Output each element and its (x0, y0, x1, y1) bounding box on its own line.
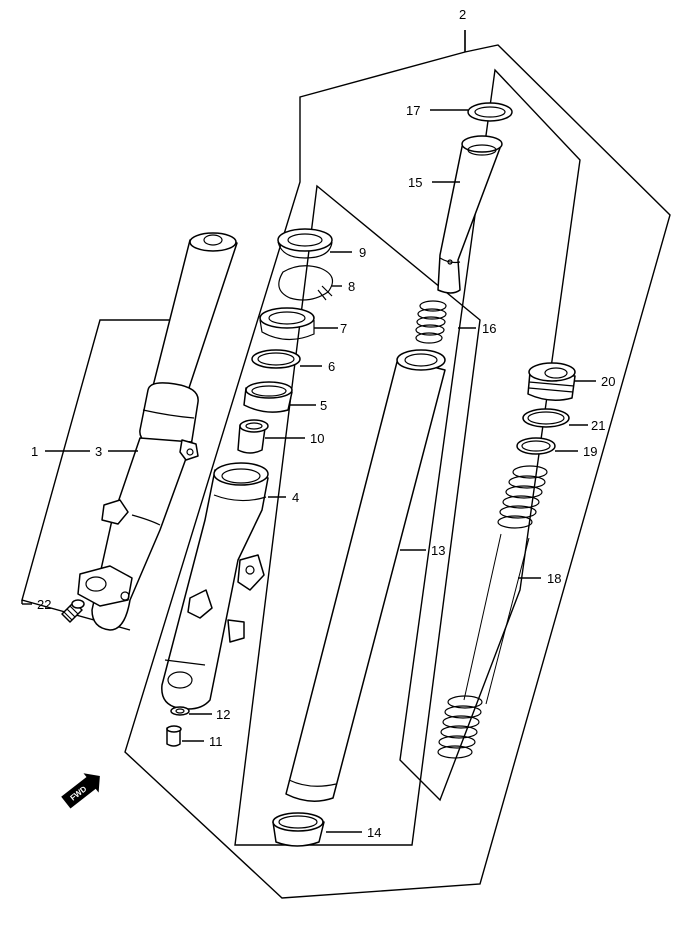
callout-18: 18 (547, 571, 561, 586)
callout-9: 9 (359, 245, 366, 260)
damper-group-boundary (399, 68, 581, 802)
washer-part-12 (170, 706, 190, 716)
oil-seal-part-9 (277, 228, 333, 259)
callout-1: 1 (31, 444, 38, 459)
ring-part-17 (467, 102, 513, 122)
bushing-part-5 (243, 381, 293, 413)
callout-13: 13 (431, 543, 445, 558)
callout-17: 17 (406, 103, 420, 118)
callout-6: 6 (328, 359, 335, 374)
washer-part-6 (251, 349, 301, 369)
spring-part-18 (437, 465, 548, 759)
spring-part-16 (415, 300, 447, 344)
fork-assembly-part-3 (77, 232, 238, 631)
callout-20: 20 (601, 374, 615, 389)
damper-rod-part-15 (437, 135, 503, 294)
callout-7: 7 (340, 321, 347, 336)
callout-5: 5 (320, 398, 327, 413)
inner-tube-part-13 (285, 349, 446, 802)
callout-11: 11 (209, 734, 223, 749)
callout-4: 4 (292, 490, 299, 505)
bolt-part-11 (166, 725, 182, 747)
callout-3: 3 (95, 444, 102, 459)
callout-10: 10 (310, 431, 324, 446)
fwd-direction-badge: FWD (61, 773, 100, 809)
leader-lines (21, 30, 596, 833)
bushing-part-10 (237, 419, 269, 454)
dust-seal-part-7 (259, 307, 315, 341)
bolt-part-22 (61, 599, 85, 623)
callout-21: 21 (591, 418, 605, 433)
washer-part-19 (516, 437, 556, 455)
callout-2: 2 (459, 7, 466, 22)
snap-ring-part-8 (278, 265, 334, 301)
callout-12: 12 (216, 707, 230, 722)
callouts: 2 17 15 9 8 7 16 6 20 5 21 10 1 3 19 4 1… (31, 7, 615, 840)
callout-15: 15 (408, 175, 422, 190)
assembly-2-boundary (124, 30, 671, 899)
callout-22: 22 (37, 597, 51, 612)
outer-tube-part-4 (161, 462, 269, 710)
o-ring-part-21 (522, 408, 570, 428)
callout-16: 16 (482, 321, 496, 336)
bushing-part-14 (272, 812, 325, 847)
callout-8: 8 (348, 279, 355, 294)
cap-bolt-part-20 (527, 362, 576, 401)
callout-19: 19 (583, 444, 597, 459)
callout-14: 14 (367, 825, 381, 840)
inner-tube-group-boundary (234, 184, 481, 846)
